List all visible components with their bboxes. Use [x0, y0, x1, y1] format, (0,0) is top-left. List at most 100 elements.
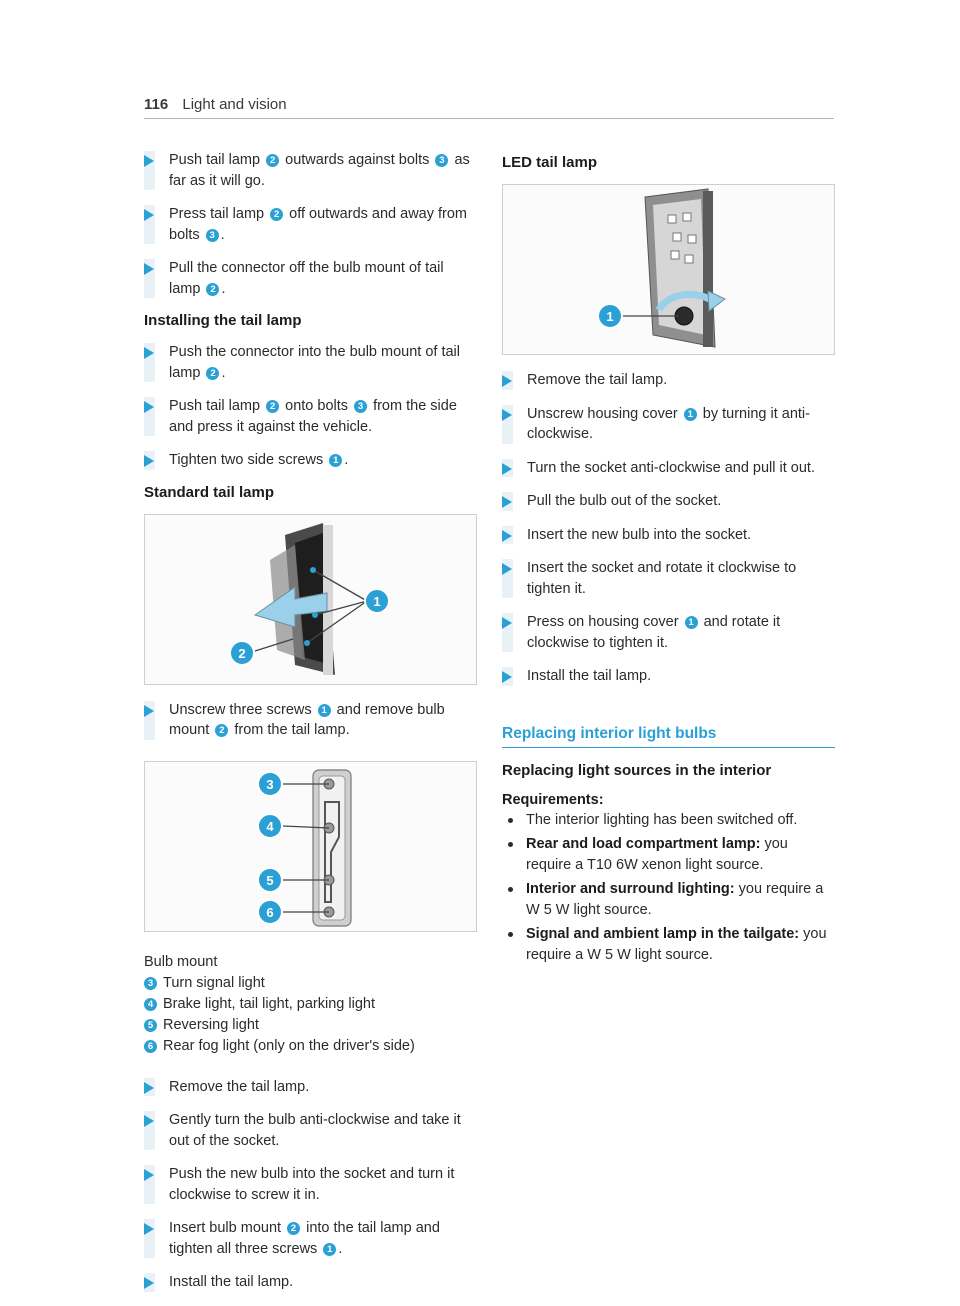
figure-callout: 4: [266, 819, 274, 834]
led-shape: [682, 212, 692, 222]
step: Push the connector into the bulb mount o…: [144, 342, 477, 383]
heading-interior-light-sources: Replacing light sources in the interior: [502, 761, 772, 779]
step-arrow-icon: [144, 704, 154, 717]
step: Tighten two side screws 1.: [144, 450, 477, 471]
figure-callout: 1: [373, 594, 380, 609]
screw-marker: [312, 611, 318, 618]
list-item: Rear and load compartment lamp: you requ…: [502, 834, 835, 875]
page-number: 116: [144, 96, 169, 113]
step-arrow-icon: [144, 455, 154, 467]
lamp-edge-shape: [323, 524, 333, 675]
step-arrow-icon: [144, 347, 154, 359]
figure-bulb-mount: 3 4 5 6: [144, 760, 477, 932]
section-name: Light and vision: [182, 96, 287, 113]
list-item: Interior and surround lighting: you requ…: [502, 879, 835, 920]
step: Install the tail lamp.: [502, 666, 835, 687]
steps-installing: Push the connector into the bulb mount o…: [144, 342, 477, 471]
figure-led-tail-lamp: 1: [502, 184, 835, 355]
step-arrow-icon: [502, 375, 512, 387]
step-arrow-icon: [502, 408, 512, 421]
callout-badge: 1: [684, 616, 698, 629]
step-arrow-icon: [144, 1223, 154, 1235]
figure-callout: 1: [606, 309, 613, 324]
callout-badge: 2: [266, 154, 280, 167]
leader-line: [314, 599, 368, 616]
figure-callout: 6: [266, 905, 273, 920]
list-item: The interior lighting has been switched …: [502, 810, 835, 831]
callout-badge: 3: [354, 400, 368, 413]
step-arrow-icon: [144, 263, 154, 275]
leader-line: [282, 824, 330, 829]
step: Turn the socket anti-clockwise and pull …: [502, 458, 835, 479]
step: Pull the connector off the bulb mount of…: [144, 258, 477, 299]
legend-title: Bulb mount: [144, 953, 218, 970]
callout-badge: 3: [205, 228, 219, 242]
step-arrow-icon: [502, 671, 512, 683]
callout-badge: 2: [215, 724, 229, 737]
callout-badge: 5: [144, 1018, 157, 1032]
step: Push the new bulb into the socket and tu…: [144, 1164, 477, 1205]
step: Gently turn the bulb anti-clockwise and …: [144, 1110, 477, 1151]
heading-installing: Installing the tail lamp: [144, 312, 302, 329]
leader-line: [312, 568, 368, 602]
steps-bulb-replacement: Remove the tail lamp. Gently turn the bu…: [144, 1077, 477, 1293]
callout-badge: 2: [287, 1222, 301, 1235]
step: Push tail lamp 2 onto bolts 3 from the s…: [144, 396, 477, 437]
page-header: 116 Light and vision: [144, 96, 834, 119]
callout-badge: 1: [323, 1242, 337, 1256]
led-shape: [672, 232, 682, 242]
step-arrow-icon: [144, 209, 154, 221]
callout-badge: 4: [144, 997, 157, 1011]
callout-badge: 2: [266, 400, 280, 413]
rotation-arrowhead-icon: [707, 290, 726, 312]
led-tail-lamp-illustration: 1: [597, 188, 726, 348]
callout-badge: 6: [144, 1039, 157, 1053]
screw-marker: [304, 639, 310, 646]
step-arrow-icon: [502, 563, 512, 575]
left-column: Push tail lamp 2 outwards against bolts …: [144, 150, 477, 1306]
heading-standard-tail-lamp: Standard tail lamp: [144, 483, 275, 501]
figure-standard-tail-lamp: 1 2: [144, 513, 477, 685]
steps-removal: Push tail lamp 2 outwards against bolts …: [144, 150, 477, 299]
heading-led-tail-lamp: LED tail lamp: [502, 154, 598, 171]
requirements-label: Requirements:: [502, 791, 604, 808]
step: Push tail lamp 2 outwards against bolts …: [144, 150, 477, 191]
step-arrow-icon: [502, 529, 512, 542]
steps-led: Remove the tail lamp. Unscrew housing co…: [502, 370, 835, 687]
callout-circle: [257, 812, 283, 839]
step-arrow-icon: [144, 1169, 154, 1181]
callout-circle: [257, 866, 283, 893]
lamp-edge-shape: [703, 191, 713, 347]
callout-badge: 2: [270, 208, 284, 221]
callout-circle: [229, 639, 255, 666]
led-shape: [667, 214, 677, 224]
callout-badge: 2: [206, 282, 220, 296]
section-title-interior-bulbs: Replacing interior light bulbs: [502, 725, 835, 748]
step-arrow-icon: [502, 496, 512, 508]
figure-callout: 2: [238, 646, 245, 661]
step: Pull the bulb out of the socket.: [502, 491, 835, 512]
removal-arrow-icon: [253, 585, 328, 628]
callout-circle: [364, 587, 390, 614]
callout-badge: 1: [329, 454, 343, 467]
figure-callout: 3: [266, 777, 273, 792]
callout-circle: [597, 303, 623, 329]
callout-badge: 1: [317, 703, 331, 717]
led-shape: [687, 234, 697, 244]
led-shape: [670, 250, 680, 260]
step: Remove the tail lamp.: [144, 1077, 477, 1098]
requirements-list: The interior lighting has been switched …: [502, 810, 835, 966]
callout-circle: [257, 898, 283, 925]
callout-badge: 2: [206, 366, 220, 380]
right-column: LED tail lamp 1 Remove the tail lamp. Un…: [502, 150, 835, 969]
standard-tail-lamp-illustration: 1 2: [229, 522, 390, 675]
step: Insert the new bulb into the socket.: [502, 525, 835, 546]
list-item: Signal and ambient lamp in the tailgate:…: [502, 924, 835, 965]
callout-badge: 1: [683, 407, 697, 421]
step-arrow-icon: [144, 1277, 154, 1289]
figure-callout: 5: [266, 873, 273, 888]
